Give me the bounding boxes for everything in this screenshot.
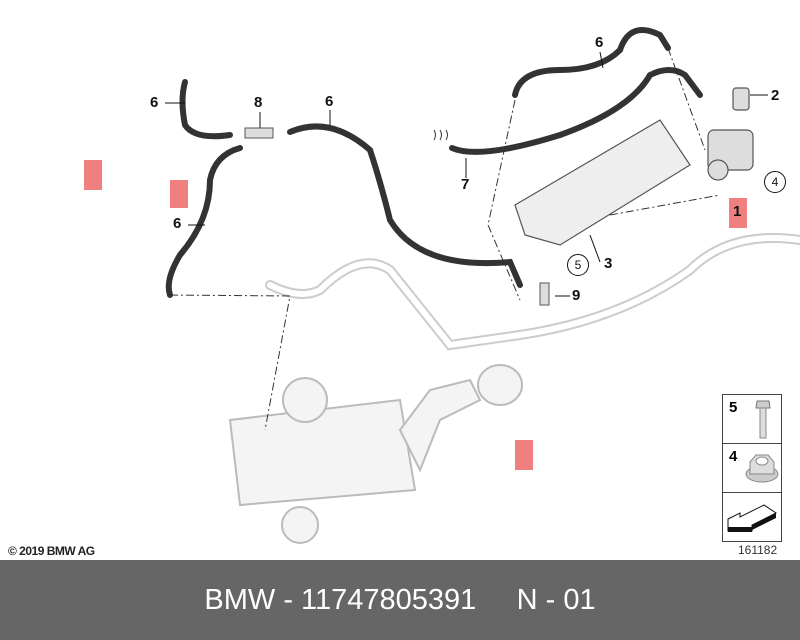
highlight-marker	[729, 198, 747, 228]
coolant-pipe	[265, 233, 800, 351]
leader-lines	[169, 47, 721, 431]
callout-bracket[interactable]: 3	[604, 255, 613, 272]
callout-hose[interactable]: 6	[173, 215, 182, 232]
legend-number: 4	[729, 448, 738, 465]
valve	[707, 87, 754, 181]
diagram-number: 161182	[738, 543, 778, 557]
callout-bolt-ref[interactable]: 5	[567, 254, 589, 276]
callout-hose[interactable]: 6	[150, 94, 159, 111]
connector	[244, 127, 274, 139]
highlight-marker	[170, 180, 188, 208]
legend-direction	[723, 493, 781, 541]
hardware-legend: 5 4	[722, 394, 782, 542]
leader-solid	[165, 51, 768, 297]
highlight-marker	[84, 160, 102, 190]
bracket	[514, 119, 691, 246]
egr-cooler-assembly	[228, 364, 523, 544]
hoses	[165, 27, 703, 298]
part-banner: BMW - 11747805391 N - 01	[0, 560, 800, 640]
callout-hose[interactable]: 6	[595, 34, 604, 51]
callout-hose[interactable]: 6	[325, 93, 334, 110]
bolt-icon	[755, 400, 771, 439]
callout-valve[interactable]: 1	[733, 203, 742, 220]
legend-bolt[interactable]: 5	[723, 395, 781, 444]
hex-nut-icon	[745, 454, 779, 483]
part-suffix: N - 01	[516, 583, 596, 616]
parts-diagram	[165, 27, 800, 544]
callout-sleeve[interactable]: 9	[572, 287, 581, 304]
legend-nut[interactable]: 4	[723, 444, 781, 493]
callout-cap[interactable]: 2	[771, 87, 780, 104]
brand: BMW	[204, 583, 276, 616]
part-number: 11747805391	[301, 583, 477, 616]
highlight-marker	[515, 440, 533, 470]
sleeve	[539, 282, 550, 306]
hose-cut-icon	[433, 129, 448, 141]
callout-connector[interactable]: 8	[254, 94, 263, 111]
copyright: © 2019 BMW AG	[8, 544, 95, 558]
direction-arrow-icon	[727, 504, 777, 532]
callout-hose-end[interactable]: 7	[461, 176, 470, 193]
callout-nut-ref[interactable]: 4	[764, 171, 786, 193]
legend-number: 5	[729, 399, 738, 416]
